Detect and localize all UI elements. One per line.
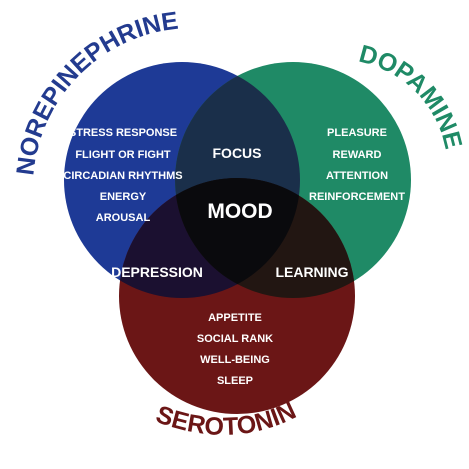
overlap-label-learning: LEARNING	[275, 264, 348, 280]
serotonin-item: SLEEP	[217, 375, 253, 387]
center-label-mood: MOOD	[207, 200, 272, 223]
dopamine-item: ATTENTION	[326, 170, 388, 182]
norepinephrine-item: FLIGHT OR FIGHT	[75, 149, 171, 161]
dopamine-item: REWARD	[333, 149, 382, 161]
norepinephrine-item: ENERGY	[100, 191, 147, 203]
overlap-label-focus: FOCUS	[213, 145, 262, 161]
dopamine-item: PLEASURE	[327, 127, 387, 139]
dopamine-item: REINFORCEMENT	[309, 191, 405, 203]
overlap-label-depression: DEPRESSION	[111, 264, 203, 280]
serotonin-item: APPETITE	[208, 312, 262, 324]
serotonin-item: WELL-BEING	[200, 354, 270, 366]
norepinephrine-item: STRESS RESPONSE	[69, 127, 177, 139]
norepinephrine-item: CIRCADIAN RHYTHMS	[63, 170, 182, 182]
norepinephrine-item: AROUSAL	[96, 212, 151, 224]
serotonin-item: SOCIAL RANK	[197, 333, 273, 345]
